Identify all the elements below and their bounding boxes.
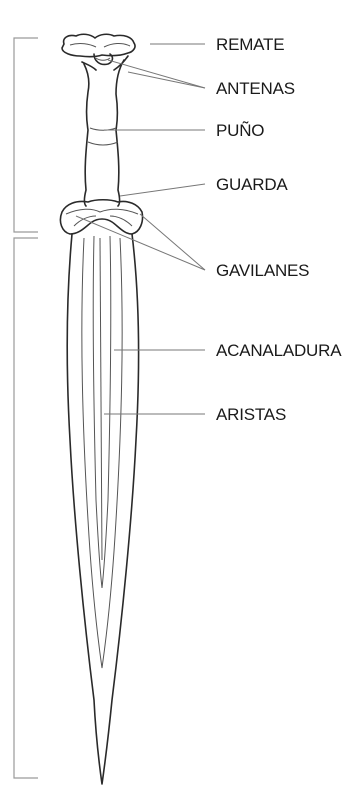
- label-gavilanes: GAVILANES: [216, 261, 309, 280]
- leader-antenas-2: [128, 72, 205, 88]
- blade-drawing: [67, 234, 138, 784]
- labels: REMATE ANTENAS PUÑO GUARDA GAVILANES ACA…: [216, 35, 342, 424]
- leader-lines: [76, 44, 205, 414]
- label-antenas: ANTENAS: [216, 79, 295, 98]
- label-puno: PUÑO: [216, 121, 264, 140]
- leader-antenas-1: [108, 60, 205, 88]
- leader-guarda: [120, 184, 205, 196]
- label-remate: REMATE: [216, 35, 284, 54]
- guard-drawing: [60, 200, 142, 234]
- leader-gavilanes-2: [140, 214, 205, 270]
- blade-bracket: [14, 238, 38, 778]
- label-acanaladura: ACANALADURA: [216, 341, 342, 360]
- label-guarda: GUARDA: [216, 175, 288, 194]
- handle-bracket: [14, 38, 38, 232]
- label-aristas: ARISTAS: [216, 405, 286, 424]
- leader-gavilanes-1: [76, 216, 205, 270]
- antennae-drawing: [82, 56, 128, 70]
- grip-drawing: [84, 60, 124, 206]
